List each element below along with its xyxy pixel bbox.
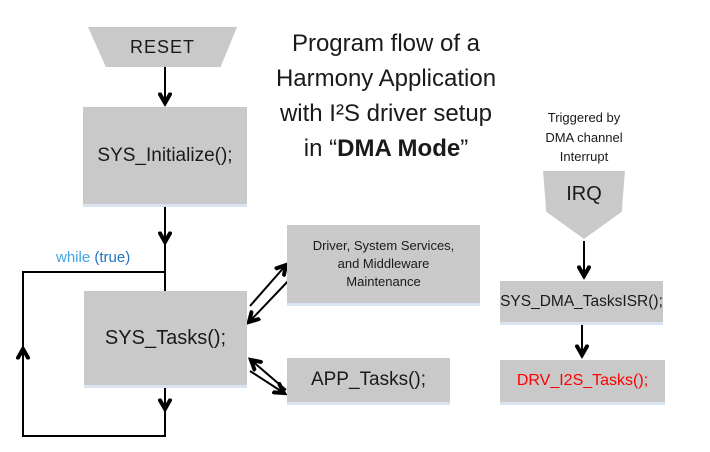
irq-note-line-1: Triggered by (547, 110, 621, 125)
driver-box-line-3: Maintenance (346, 274, 421, 289)
title-line-4: in “DMA Mode” (303, 135, 469, 162)
app-tasks-box: APP_Tasks(); (287, 358, 450, 402)
while-true-label: while (true) (56, 249, 130, 266)
loop-left-top-return (22, 271, 165, 349)
while-condition: (true) (94, 249, 131, 266)
diagram-title: Program flow of a Harmony Application wi… (250, 26, 522, 166)
drv-i2s-tasks-box: DRV_I2S_Tasks(); (500, 360, 665, 402)
driver-box-line-1: Driver, System Services, (312, 238, 455, 253)
sys-tasks-box: SYS_Tasks(); (84, 291, 247, 385)
title-dma-mode-bold: DMA Mode (337, 135, 461, 162)
irq-note-line-2: DMA channel (545, 129, 623, 145)
irq-trigger-note: Triggered by DMA channel Interrupt (522, 108, 646, 167)
while-keyword: while (56, 249, 95, 266)
sys-initialize-box: SYS_Initialize(); (83, 107, 247, 204)
sys-tasks-label: SYS_Tasks(); (104, 326, 227, 349)
sys-dma-tasksisr-label: SYS_DMA_TasksISR(); (500, 292, 663, 310)
loop-bottom-and-left-up (23, 349, 166, 437)
arrow-driverbox-to-systasks (249, 277, 292, 322)
drv-i2s-tasks-label: DRV_I2S_Tasks(); (516, 372, 649, 389)
arrow-systasks-to-driverbox (249, 265, 286, 307)
title-line-1: Program flow of a (291, 30, 481, 57)
driver-box-line-2: and Middleware (337, 256, 430, 271)
arrow-systasks-to-apptasks (249, 370, 284, 393)
reset-label: RESET (129, 36, 195, 57)
reset-terminator: RESET (88, 27, 237, 67)
title-line-3: with I²S driver setup (279, 100, 493, 127)
sys-dma-tasksisr-box: SYS_DMA_TasksISR(); (500, 281, 663, 322)
sys-initialize-label: SYS_Initialize(); (97, 144, 233, 166)
irq-label: IRQ (566, 182, 602, 205)
irq-note-line-3: Interrupt (559, 149, 609, 164)
app-tasks-label: APP_Tasks(); (310, 369, 427, 390)
title-line-2: Harmony Application (275, 65, 497, 92)
driver-services-box: Driver, System Services, and Middleware … (287, 225, 480, 303)
